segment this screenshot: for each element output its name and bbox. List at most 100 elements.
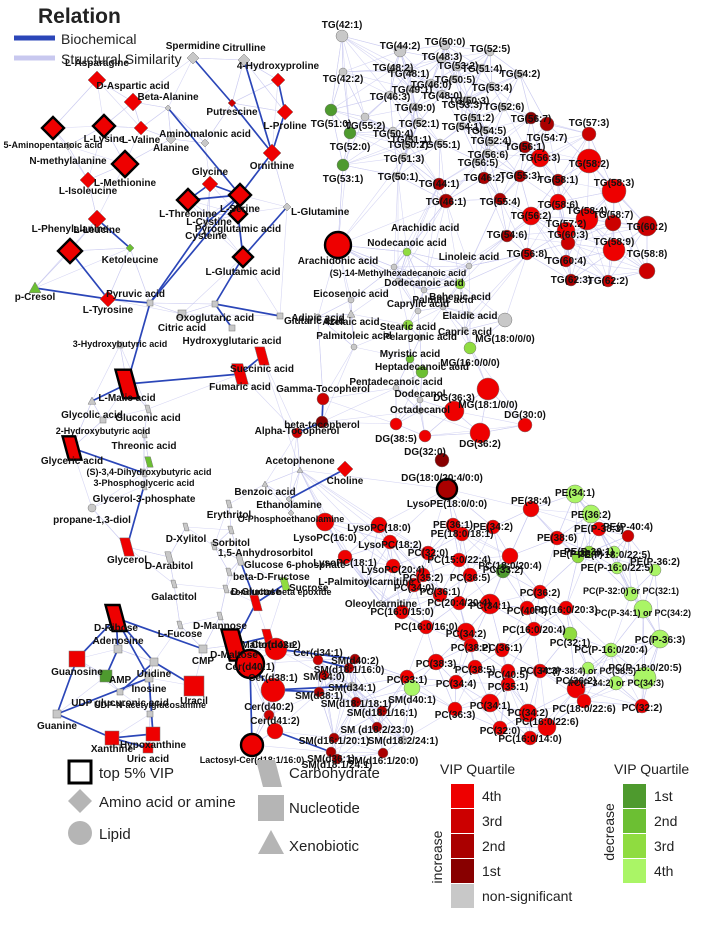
structural-edge [423,289,444,308]
structural-edge [52,79,98,129]
structural-edge [322,346,355,400]
node-label: Gamma-Tocopherol [276,384,370,395]
node-label: TG(52:1) [399,119,440,130]
node-label: PC(36:5) [450,573,491,584]
structural-edge [598,528,656,571]
node-circle [522,500,540,518]
structural-edge [397,280,409,326]
structural-edge [267,583,286,638]
node-label: TG(48:2) [373,63,414,74]
structural-edge [530,508,592,515]
node-circle [407,84,417,94]
structural-edge [341,35,391,96]
node-circle [493,192,507,206]
nonsig-label: non-significant [482,888,572,904]
node-circle [370,516,388,534]
structural-edge [455,681,501,729]
node-label: L-Leucine [73,225,121,236]
node-label: Eicosenoic acid [313,289,389,300]
structural-edge [445,198,501,202]
structural-edge [430,66,459,84]
structural-edge [583,700,643,707]
node-diamond [186,51,200,65]
structural-edge [615,638,661,684]
node-label: Citrulline [222,43,266,54]
node-label: TG(56:5) [458,158,499,169]
structural-edge [414,106,441,144]
structural-edge [392,58,443,70]
square-outline-icon [67,759,93,785]
structural-edge [627,535,656,571]
node-label: Arachidonic acid [298,256,379,267]
structural-edge [330,71,344,111]
structural-edge [397,280,425,291]
structural-edge [616,567,656,571]
structural-edge [468,85,493,101]
structural-edge [351,685,383,712]
node-label: PC(34:1) [470,601,511,612]
structural-edge [354,658,357,703]
structural-edge [330,35,343,111]
node-label: Cer(d42:2) [251,640,300,651]
node-label: TG(58:2) [569,159,610,170]
node-label: TG(60:3) [548,230,589,241]
structural-edge [330,726,378,753]
structural-edge [461,67,483,102]
structural-edge [376,687,413,728]
structural-edge [321,346,355,423]
structural-edge [487,152,521,177]
node-label: Threonic acid [111,441,176,452]
node-para [222,584,230,594]
node-circle [416,407,424,415]
structural-edge [341,35,401,52]
node-label: L-Malic acid [98,393,155,404]
structural-edge [445,160,479,202]
node-label: PC(36:1) [482,643,523,654]
node-label: PC(34:0) [394,583,435,594]
structural-edge [389,70,410,96]
node-circle [469,113,479,123]
node-label: L-Threonine [159,209,217,220]
node-label: TG(52:5) [470,44,511,55]
node-circle [558,600,574,616]
structural-edge [330,109,344,166]
structural-edge [483,146,526,179]
structural-edge [67,145,89,181]
biochemical-edge [242,206,288,258]
structural-edge [392,68,413,90]
node-label: PE(P-36:1) [564,547,614,558]
node-label: Hypoxanthine [120,740,187,751]
node-label: SM(d40:1) [388,695,436,706]
node-circle [420,545,436,561]
structural-edge [271,79,279,154]
structural-edge [461,125,479,162]
legend-amino-acid: Amino acid or amine [99,794,236,811]
node-label: TG(54:1) [442,122,483,133]
structural-edge [389,488,448,543]
structural-edge [441,58,483,69]
structural-edge [419,329,466,339]
node-label: L-Lysine [84,134,125,145]
structural-edge [399,44,446,52]
node-square [177,309,187,319]
node-circle [291,427,303,439]
structural-edge [323,674,383,712]
node-label: TG(56:6) [468,150,509,161]
structural-edge [403,156,440,185]
node-label: PC(33:2) [483,565,524,576]
increase-3rd-swatch [451,809,474,833]
structural-edge [149,302,183,315]
node-circle [414,117,424,127]
structural-edge [423,183,440,291]
node-circle [331,753,343,765]
node-label: Pelargonic acid [383,332,457,343]
node-diamond [377,599,385,607]
node-para [210,541,218,551]
node-label: Uracil [180,696,208,707]
node-label: PE(36:2) [571,510,611,521]
node-diamond [276,103,294,121]
structural-edge [459,235,508,285]
node-label: PC(40:4) [507,606,548,617]
structural-edge [102,408,149,421]
parallelogram-icon [256,760,282,787]
